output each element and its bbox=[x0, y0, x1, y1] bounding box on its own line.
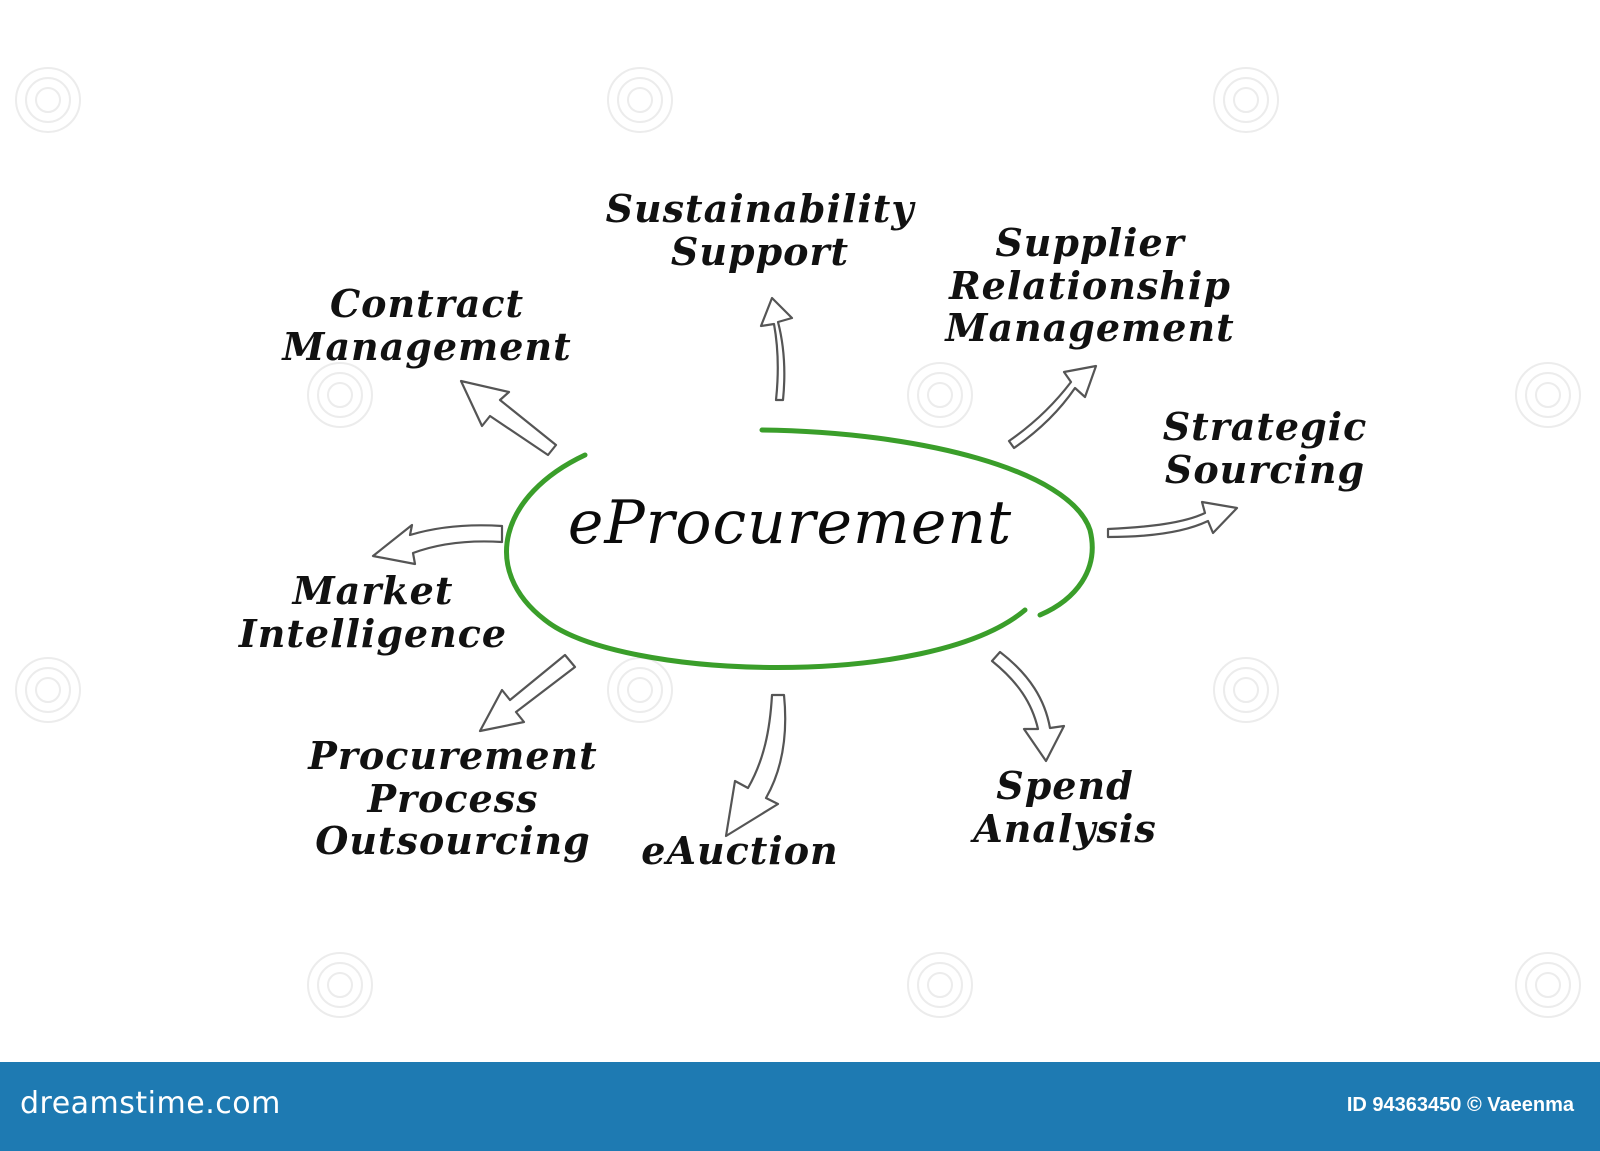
footer-image-id: ID 94363450 © Vaeenma bbox=[1346, 1094, 1574, 1116]
center-label: eProcurement bbox=[567, 488, 1013, 558]
node-label-line: Spend bbox=[996, 763, 1134, 808]
node-label-line: Sourcing bbox=[1164, 446, 1366, 492]
arrow-to-eauction bbox=[724, 693, 787, 838]
node-label-line: Management bbox=[282, 323, 572, 369]
arrow-to-spend-analysis bbox=[990, 650, 1066, 763]
node-contract-management: Contract Management bbox=[272, 281, 582, 369]
node-market-intelligence: Market Intelligence bbox=[228, 568, 518, 656]
footer-bar: dreamstime.com ID 94363450 © Vaeenma bbox=[0, 1062, 1600, 1151]
node-label-line: Strategic bbox=[1162, 404, 1368, 449]
footer-brand-logo: dreamstime.com bbox=[20, 1086, 281, 1121]
node-label-line: Management bbox=[945, 305, 1235, 351]
node-label-line: Contract bbox=[329, 281, 525, 326]
node-label-line: Analysis bbox=[973, 805, 1157, 851]
node-label-line: Process bbox=[367, 775, 539, 821]
node-label-line: eAuction bbox=[641, 828, 839, 873]
node-label-line: Supplier bbox=[995, 220, 1185, 265]
arrow-to-procurement-process-outsourcing bbox=[478, 653, 577, 733]
node-label-line: Procurement bbox=[308, 733, 598, 778]
node-label-line: Sustainability bbox=[605, 186, 915, 231]
node-spend-analysis: Spend Analysis bbox=[955, 763, 1175, 851]
node-procurement-process-outsourcing: Procurement Process Outsourcing bbox=[298, 733, 608, 864]
arrow-to-sustainability-support bbox=[759, 296, 794, 402]
node-strategic-sourcing: Strategic Sourcing bbox=[1150, 404, 1380, 492]
node-eauction: eAuction bbox=[630, 828, 850, 873]
node-label-line: Support bbox=[670, 228, 850, 274]
node-label-line: Outsourcing bbox=[315, 818, 591, 864]
node-sustainability-support: Sustainability Support bbox=[600, 186, 920, 274]
node-supplier-relationship-management: Supplier Relationship Management bbox=[940, 220, 1240, 351]
node-label-line: Market bbox=[292, 568, 454, 613]
arrow-to-contract-management bbox=[459, 379, 558, 457]
diagram-connectors bbox=[371, 296, 1239, 838]
center-ellipse bbox=[504, 427, 1095, 670]
arrow-to-market-intelligence bbox=[371, 523, 504, 566]
arrow-to-strategic-sourcing bbox=[1106, 500, 1239, 539]
arrow-to-supplier-relationship-management bbox=[1007, 364, 1098, 450]
node-label-line: Intelligence bbox=[238, 610, 508, 656]
node-label-line: Relationship bbox=[949, 262, 1231, 308]
